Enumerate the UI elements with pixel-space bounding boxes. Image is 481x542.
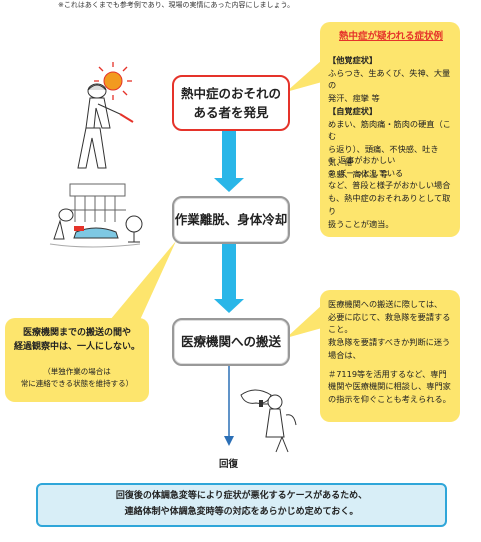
step-find-suspect: 熱中症のおそれの ある者を発見 xyxy=(172,75,290,131)
transport-line: の指示を仰ぐことも考えられる。 xyxy=(328,393,451,404)
transport-line: 救急隊を要請すべきか判断に迷う xyxy=(328,337,451,348)
cooling-illustration xyxy=(49,183,143,248)
transport-line: 機関や医療機関に相談し、専門家 xyxy=(328,381,451,392)
other-symptoms: 【他覚症状】 ふらつき、生あくび、失神、大量の 発汗、痙攣 等 【自覚症状】 め… xyxy=(328,54,454,181)
flow-arrow-to-recovery xyxy=(224,364,234,446)
symptoms-title: 熱中症が疑われる症状例 xyxy=(338,31,444,42)
flow-arrow-2 xyxy=(214,243,244,313)
transport-line: 必要に応じて、救急隊を要請する xyxy=(328,311,451,322)
flow-arrow-1 xyxy=(214,130,244,192)
transport-line: ＃7119等を活用するなど、専門 xyxy=(328,368,447,379)
behavior-note: ① 返事がおかしい xyxy=(328,155,396,165)
step-transport: 医療機関への搬送 xyxy=(172,318,290,366)
behavior-note: ② ぼーっとしている xyxy=(328,167,404,178)
phone-call-illustration xyxy=(240,389,297,453)
behavior-notes: ① 返事がおかしい ② ぼーっとしている など、普段と様子がおかしい場合 も、熱… xyxy=(328,154,454,230)
other-symptoms-text: ふらつき、生あくび、失神、大量の xyxy=(328,67,451,91)
other-symptoms-text: 発汗、痙攣 等 xyxy=(328,93,380,104)
other-symptoms-heading: 【他覚症状】 xyxy=(328,55,378,65)
transport-callout: 医療機関への搬送に際しては、 必要に応じて、救急隊を要請する こと。 救急隊を要… xyxy=(320,290,460,422)
transport-text: 医療機関への搬送に際しては、 必要に応じて、救急隊を要請する こと。 救急隊を要… xyxy=(328,298,454,406)
watch-sub-line: （単独作業の場合は xyxy=(43,367,111,376)
self-symptoms-heading: 【自覚症状】 xyxy=(328,105,378,116)
transport-line: 医療機関への搬送に際しては、 xyxy=(328,299,443,309)
self-symptoms-text: 怠感、高体温 等 xyxy=(328,169,388,180)
watch-line: 経過観察中は、一人にしない。 xyxy=(13,342,140,353)
step1-line: 熱中症のおそれの xyxy=(180,85,281,101)
behavior-note: など、普段と様子がおかしい場合 xyxy=(328,180,451,191)
watch-callout: 医療機関までの搬送の間や 経過観察中は、一人にしない。 （単独作業の場合は 常に… xyxy=(5,318,149,402)
disclaimer-note: ※これはあくまでも参考例であり、現場の実情にあった内容にしましょう。 xyxy=(58,1,295,9)
self-symptoms-text: めまい、筋肉痛・筋肉の硬直（こむ xyxy=(328,118,451,142)
watch-main: 医療機関までの搬送の間や 経過観察中は、一人にしない。 xyxy=(11,326,143,355)
watch-sub-line: 常に連絡できる状態を維持する） xyxy=(20,379,134,388)
recovery-label: 回復 xyxy=(219,459,239,470)
transport-line: 場合は、 xyxy=(328,349,361,360)
bottom-line: 回復後の体調急変等により症状が悪化するケースがあるため、 xyxy=(115,491,368,502)
callout-tail-watch xyxy=(110,241,176,320)
callout-tail-symptoms xyxy=(286,60,322,92)
step1-line: ある者を発見 xyxy=(193,105,269,120)
transport-line: こと。 xyxy=(328,324,353,335)
symptoms-callout: 熱中症が疑われる症状例 【他覚症状】 ふらつき、生あくび、失神、大量の 発汗、痙… xyxy=(320,22,460,237)
bottom-line: 連絡体制や体調急変時等の対応をあらかじめ定めておく。 xyxy=(124,507,359,517)
behavior-note: も、熱中症のおそれありとして取り xyxy=(328,193,451,216)
bottom-note: 回復後の体調急変等により症状が悪化するケースがあるため、 連絡体制や体調急変時等… xyxy=(36,483,447,527)
behavior-note: 扱うことが適当。 xyxy=(328,218,394,229)
watch-sub: （単独作業の場合は 常に連絡できる状態を維持する） xyxy=(11,366,143,390)
step-cooling: 作業離脱、身体冷却 xyxy=(172,196,290,244)
worker-sun-illustration xyxy=(77,62,134,169)
callout-tail-transport xyxy=(286,305,322,338)
self-symptoms-text: ら返り）、頭痛、不快感、吐き気、倦 xyxy=(328,143,439,167)
watch-line: 医療機関までの搬送の間や xyxy=(22,328,131,338)
